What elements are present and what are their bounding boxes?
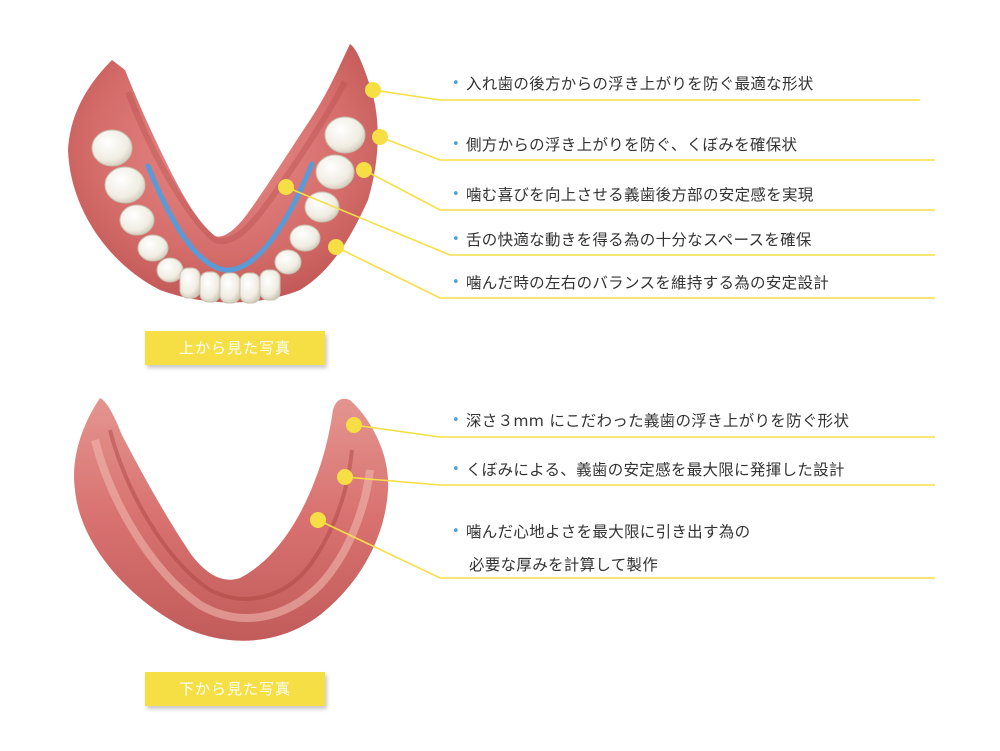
annotation-text: 舌の快適な動きを得る為の十分なスペースを確保: [465, 231, 812, 249]
top-denture-inner-shadow: [125, 80, 348, 245]
bullet-icon: •: [452, 137, 460, 152]
top-left-teeth: [91, 129, 184, 283]
annotation-text: くぼみによる、義歯の安定感を最大限に発揮した設計: [465, 461, 845, 479]
top-right-teeth: [274, 116, 366, 275]
bottom-annotation-3-line2: 必要な厚みを計算して製作: [469, 556, 659, 574]
annotation-text: 噛む喜びを向上させる義歯後方部の安定感を実現: [465, 186, 814, 204]
bottom-denture-gum: [74, 398, 389, 641]
bottom-annotation-1: • 深さ３mm にこだわった義歯の浮き上がりを防ぐ形状: [452, 409, 849, 431]
top-view-caption: 上から見た写真: [145, 331, 325, 365]
bottom-view-caption: 下から見た写真: [145, 672, 325, 706]
bottom-denture-illustration: [74, 398, 389, 641]
bottom-annotation-3: • 噛んだ心地よさを最大限に引き出す為の: [452, 520, 750, 542]
tongue-space-line: [145, 161, 315, 273]
bullet-icon: •: [452, 232, 460, 247]
bottom-annotation-2: • くぼみによる、義歯の安定感を最大限に発揮した設計: [452, 458, 845, 480]
top-annotation-2: • 側方からの浮き上がりを防ぐ、くぼみを確保状: [452, 133, 797, 155]
annotation-text: 深さ３mm にこだわった義歯の浮き上がりを防ぐ形状: [465, 412, 850, 430]
bullet-icon: •: [452, 76, 460, 91]
bullet-icon: •: [452, 413, 460, 428]
top-annotation-5: • 噛んだ時の左右のバランスを維持する為の安定設計: [452, 271, 829, 293]
annotation-text: 入れ歯の後方からの浮き上がりを防ぐ最適な形状: [465, 75, 814, 93]
top-marker-dots: [278, 82, 388, 255]
annotation-text: 噛んだ時の左右のバランスを維持する為の安定設計: [465, 274, 830, 292]
top-denture-illustration: [68, 44, 378, 304]
top-annotation-4: • 舌の快適な動きを得る為の十分なスペースを確保: [452, 228, 812, 250]
top-annotation-1: • 入れ歯の後方からの浮き上がりを防ぐ最適な形状: [452, 72, 814, 94]
bottom-denture-groove: [108, 429, 354, 601]
bullet-icon: •: [452, 462, 460, 477]
bottom-marker-dots: [310, 417, 362, 528]
top-leader-lines: [285, 89, 935, 299]
top-annotation-3: • 噛む喜びを向上させる義歯後方部の安定感を実現: [452, 183, 814, 205]
annotation-text: 側方からの浮き上がりを防ぐ、くぼみを確保状: [465, 136, 798, 154]
annotation-text: 噛んだ心地よさを最大限に引き出す為の: [465, 523, 751, 541]
bullet-icon: •: [452, 187, 460, 202]
bullet-icon: •: [452, 524, 460, 539]
top-front-teeth: [179, 267, 281, 304]
bottom-leader-lines: [317, 424, 935, 579]
bullet-icon: •: [452, 275, 460, 290]
